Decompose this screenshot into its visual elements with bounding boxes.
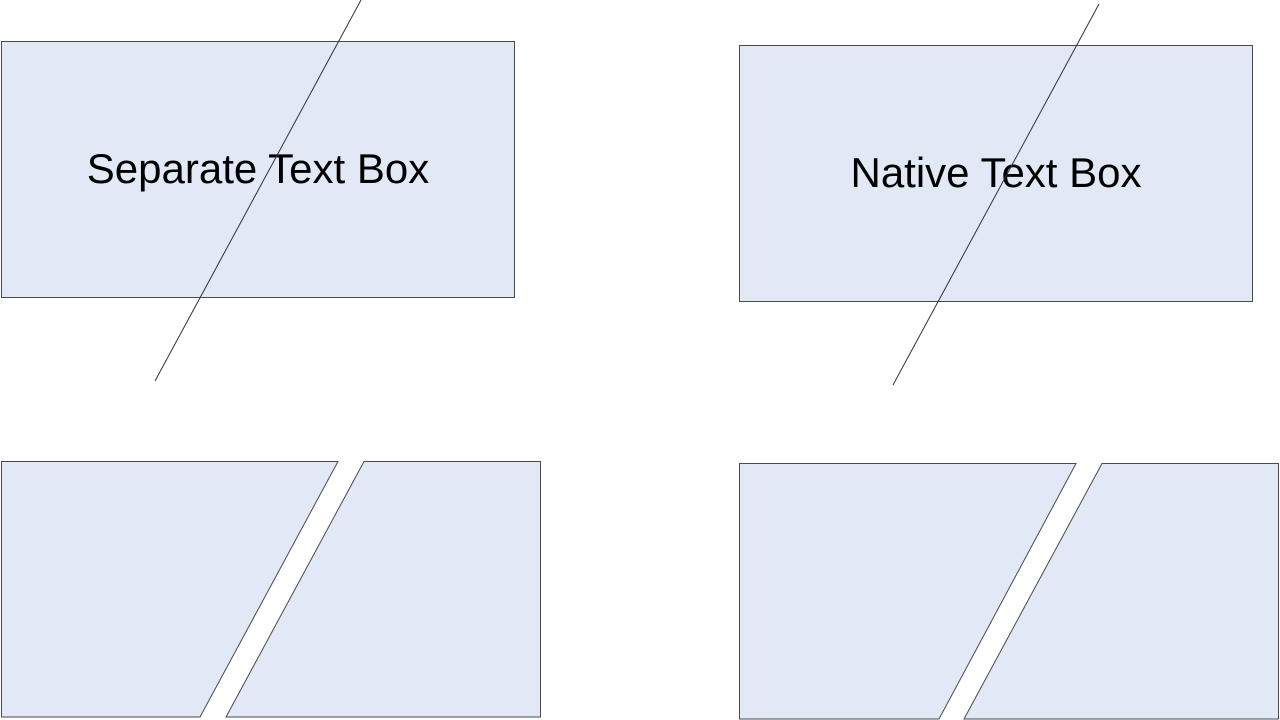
separate-split-left-piece[interactable] [1, 461, 339, 718]
native-text-box-rectangle[interactable] [739, 45, 1253, 302]
separate-split-result [1, 461, 541, 718]
native-text-box-group: Native Text Box [739, 3, 1253, 386]
separate-split-right-piece[interactable] [225, 461, 541, 718]
native-text-box-label: Native Text Box [850, 149, 1141, 196]
native-cut-line[interactable] [892, 3, 1100, 386]
native-split-right-piece[interactable] [963, 463, 1279, 720]
separate-cut-line[interactable] [154, 0, 362, 382]
separate-text-box-label: Separate Text Box [87, 145, 429, 192]
native-split-left-piece[interactable] [739, 463, 1077, 720]
native-split-result [739, 463, 1279, 720]
separate-text-box-rectangle[interactable] [1, 41, 515, 298]
separate-text-box-group: Separate Text Box [1, 0, 515, 382]
